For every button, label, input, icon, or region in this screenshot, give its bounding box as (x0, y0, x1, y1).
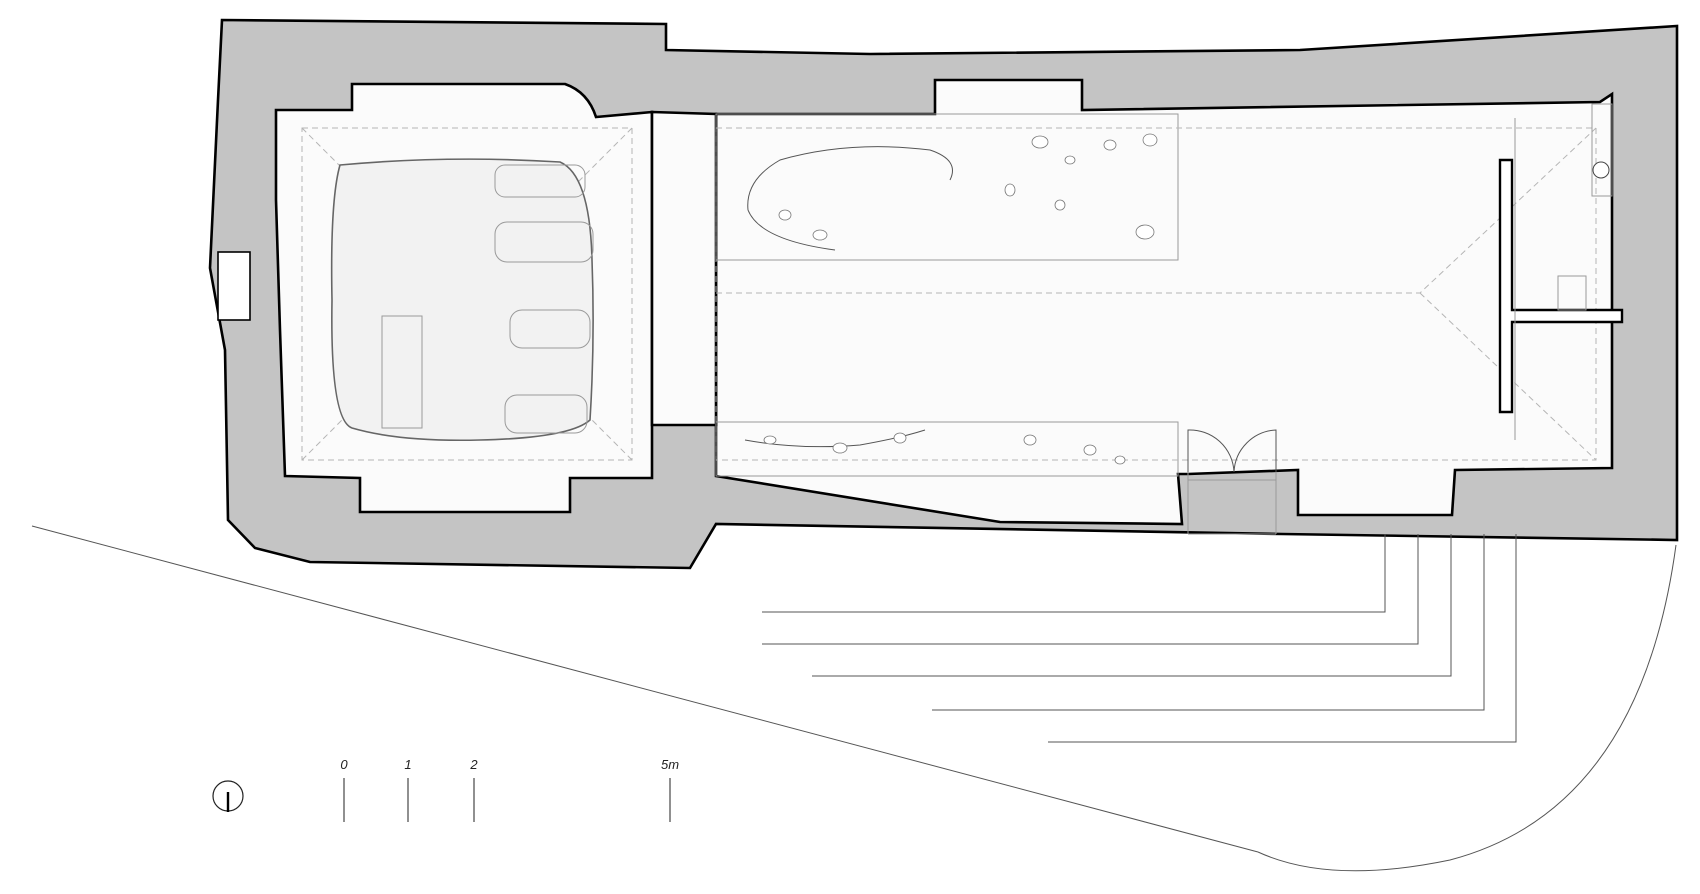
tower-stone-slab-1 (494, 164, 586, 198)
toilet-fixture (1557, 275, 1587, 311)
scale-label-0: 0 (340, 757, 348, 772)
nave-vault-outline (715, 127, 1597, 461)
tower-vault-outline (301, 127, 633, 461)
site-boundary-line (31, 525, 1259, 853)
partition-wall (1498, 158, 1624, 414)
connecting-passage (650, 110, 718, 427)
nave-rubble-south (744, 429, 926, 448)
scale-bar: 0 1 2 5m (340, 757, 679, 822)
tower-stone-slab-3 (509, 309, 591, 349)
north-arrow-icon (212, 780, 244, 812)
west-window (217, 251, 251, 321)
tower-stone-block (381, 315, 423, 429)
tower-stone-slab-4 (504, 394, 588, 434)
east-fixture-panel (1591, 103, 1613, 197)
scale-label-1: 1 (404, 757, 411, 772)
nave-rubble-north (747, 146, 953, 251)
entrance-door-right (1233, 429, 1277, 473)
scale-label-5m: 5m (661, 757, 679, 772)
tower-stone-slab-2 (494, 221, 594, 263)
entrance-door-left (1187, 429, 1235, 473)
sink-fixture (1592, 161, 1610, 179)
site-boundary-arc (1257, 544, 1677, 872)
exterior-steps (762, 534, 1517, 743)
tower-rock-outcrop (330, 158, 594, 442)
nave-room (714, 78, 1614, 526)
scale-label-2: 2 (469, 757, 478, 772)
nave-scattered-stones (763, 133, 1158, 465)
